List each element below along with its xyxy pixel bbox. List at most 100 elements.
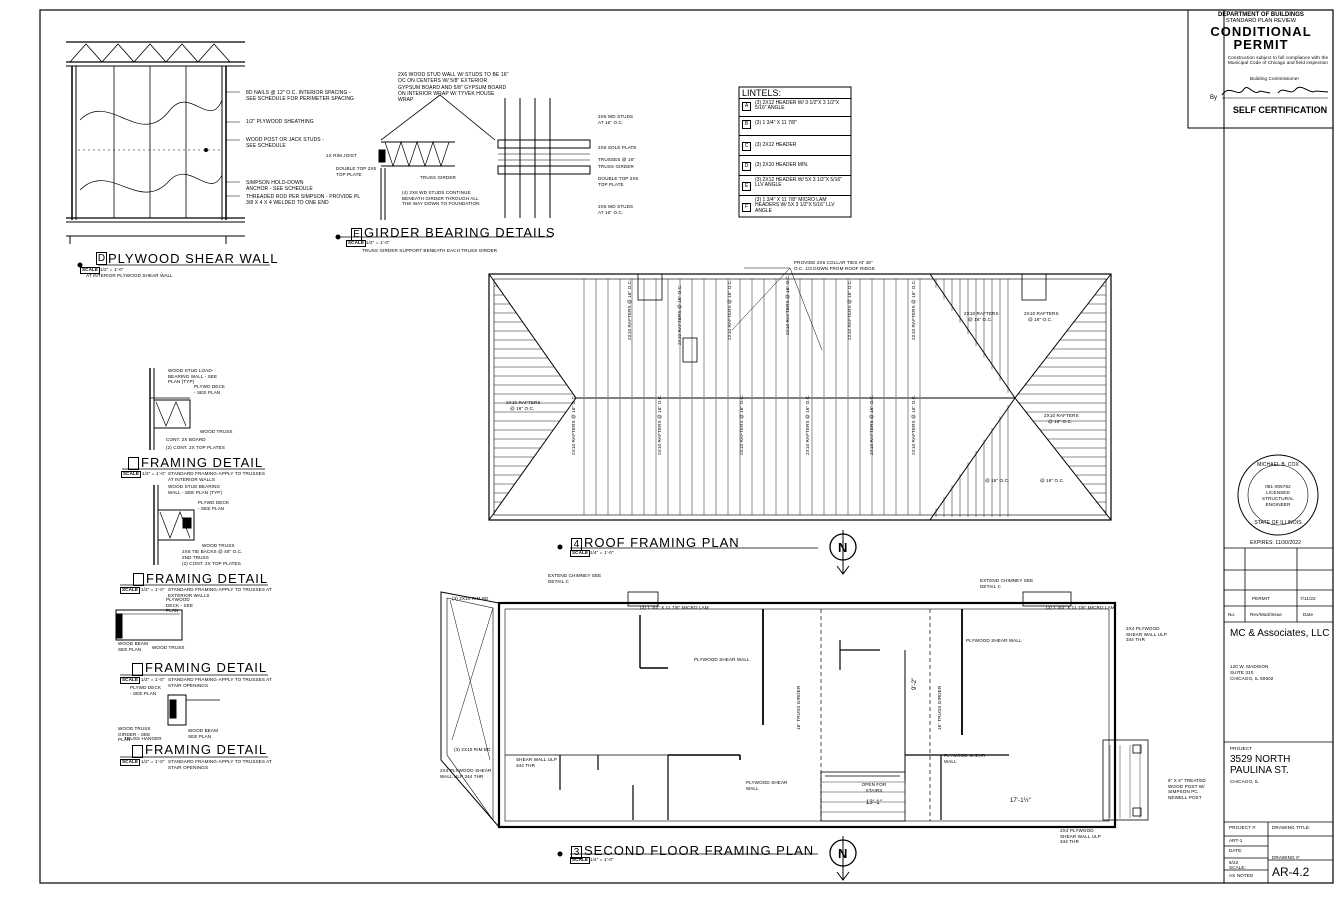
- fd2-label-5: 2ND TRUSS: [182, 555, 209, 560]
- seal-name: MICHAEL B. COX: [1257, 462, 1299, 468]
- fd3-title: FRAMING DETAIL: [145, 660, 268, 675]
- fd1-note: STANDARD FRAMING-APPLY TO TRUSSES AT INT…: [168, 471, 265, 482]
- fd2-title: FRAMING DETAIL: [146, 571, 269, 586]
- lintel-key-c: C: [742, 142, 751, 151]
- sf-dim-a: 17'-1½": [1010, 798, 1031, 804]
- sf-plywood-shear-1: PLYWOOD SHEAR WALL: [694, 657, 750, 662]
- lintel-table-frame: [738, 86, 852, 218]
- project-city: CHICAGO, IL: [1230, 779, 1259, 784]
- fd4-label-2: WOOD TRUSS GIRDER - SEE PLAN: [118, 726, 151, 742]
- fd1-scale-tag: SCALE: [121, 471, 142, 478]
- girder-title: GIRDER BEARING DETAILS: [364, 225, 556, 240]
- seal-structural: STRUCTURAL: [1262, 496, 1294, 501]
- revision-date: 7/11/22: [1300, 596, 1316, 601]
- roof-rafter-vertical-label: 2X10 RAFTERS @ 16" O.C.: [677, 284, 682, 345]
- fd1-scale: 1/2" = 1'-0": [142, 471, 166, 476]
- lintel-row-b: B(3) 1 3/4" X 11 7/8": [739, 116, 851, 136]
- second-floor-plan: [440, 591, 1149, 857]
- roof-rafter-vertical-label: 2X10 RAFTERS @ 16" O.C.: [847, 279, 852, 340]
- roof-rafter-vertical-label: 2X10 RAFTERS @ 16" O.C.: [805, 394, 810, 455]
- lintel-row-f: F (3) 1 3/4" X 11 7/8" MICRO LAM HEADERS …: [739, 195, 851, 218]
- project-label: PROJECT: [1230, 746, 1253, 751]
- roof-rafter-label-r1b: @ 16" O.C.: [968, 317, 993, 322]
- north-arrow-roof: N: [829, 530, 857, 575]
- girder-label-studs-down: (4) 2X6 WD STUDS CONTINUE BENEATH GIRDER…: [402, 190, 480, 206]
- fd3-label-2: WOOD BEAM SEE PLAN: [118, 641, 148, 652]
- tb-scale-label: SCALE:: [1229, 865, 1246, 870]
- sf-chimney-right: EXTEND CHIMNEY SEE DETAIL C: [980, 578, 1034, 589]
- second-floor-title: SECOND FLOOR FRAMING PLAN: [584, 843, 815, 858]
- revision-col-date: Date: [1303, 612, 1314, 617]
- stamp-review: STANDARD PLAN REVIEW: [1225, 18, 1297, 24]
- seal-licensed: LICENSED: [1266, 490, 1290, 495]
- fd3-note: STANDARD FRAMING-APPLY TO TRUSSES AT STA…: [168, 677, 272, 688]
- girder-label-trusses: TRUSSES @ 16": [598, 157, 635, 162]
- roof-rafter-vertical-label: 2X10 RAFTERS @ 16" O.C.: [739, 394, 744, 455]
- framing-detail-3-drawing: [115, 609, 183, 641]
- lintel-key-f: F: [742, 203, 751, 212]
- second-floor-scale: 1/4" = 1'-0": [590, 857, 614, 862]
- fd3-scale-tag: SCALE: [120, 677, 141, 684]
- stamp-fine-print: Construction subject to full compliance …: [1227, 55, 1329, 66]
- roof-rafter-vertical-label: 2X10 RAFTERS @ 16" O.C.: [785, 274, 790, 335]
- lintel-text-b: (3) 1 3/4" X 11 7/8": [755, 120, 797, 126]
- sf-ply-2x4-right: 2X4 PLYWOOD SHEAR WALL ULP 344 THR: [1126, 626, 1167, 642]
- framing-detail-2-drawing: [153, 485, 195, 565]
- roof-rafter-vertical-label: 2X10 RAFTERS @ 16" O.C.: [869, 394, 874, 455]
- lintel-key-e: E: [742, 182, 751, 191]
- lintel-text-a: (3) 2X12 HEADER W/ 3 1/2"X 3 1/2"X 5/16"…: [755, 100, 840, 112]
- firm-name: MC & Associates, LLC: [1230, 628, 1330, 639]
- fd1-title: FRAMING DETAIL: [141, 455, 264, 470]
- svg-text:N: N: [838, 540, 847, 555]
- roof-rafter-label-r2b: @ 16" O.C.: [1028, 317, 1053, 322]
- roof-rafter-vertical-label: 2X10 RAFTERS @ 16" O.C.: [911, 394, 916, 455]
- roof-rafters: [494, 279, 1106, 517]
- girder-bearing-section: [335, 94, 591, 240]
- tb-drawing-title-label: DRAWING TITLE:: [1272, 825, 1311, 830]
- shear-wall-title: PLYWOOD SHEAR WALL: [108, 251, 279, 266]
- fd4-note: STANDARD FRAMING-APPLY TO TRUSSES AT STA…: [168, 759, 272, 770]
- girder-scale-tag: SCALE: [346, 240, 367, 247]
- revision-col-rev: Rev/Mod/Issue: [1250, 612, 1282, 617]
- shear-wall-label-2: 1/2" PLYWOOD SHEATHING: [246, 119, 314, 125]
- fd3-label-1: PLYWOOD DECK - SEE PLAN: [166, 597, 194, 613]
- second-floor-key: 3: [571, 846, 582, 859]
- shear-wall-scale-tag: SCALE: [80, 267, 101, 274]
- fd2-label-6: (2) CONT. 2X TOP PLATES: [182, 561, 241, 566]
- roof-rafter-vertical-label: 2X10 RAFTERS @ 16" O.C.: [571, 394, 576, 455]
- lintel-text-d: (3) 2X10 HEADER MIN.: [755, 162, 809, 168]
- title-block-lines: [1187, 9, 1334, 883]
- seal-text: MICHAEL B. COX 081-005762 LICENSED STRUC…: [1238, 455, 1318, 535]
- firm-address-3: CHICAGO, IL 60602: [1230, 676, 1274, 681]
- girder-label-top-plate: DOUBLE TOP 2X6 TOP PLATE: [336, 166, 377, 177]
- fd2-label-4: 2X6 TIE BACKS @ 48" O.C.: [182, 549, 243, 554]
- shear-wall-label-4: SIMPSON HOLD-DOWN ANCHOR - SEE SCHEDULE: [246, 180, 313, 193]
- framing-detail-4-drawing: [167, 694, 220, 726]
- shear-wall-label-3: WOOD POST OR JACK STUDS - SEE SCHEDULE: [246, 137, 324, 150]
- fd4-scale-tag: SCALE: [120, 759, 141, 766]
- roof-scale-tag: SCALE: [570, 550, 591, 557]
- seal-engineer: ENGINEER: [1265, 502, 1291, 507]
- stamp-self-certification: SELF CERTIFICATION: [1232, 105, 1328, 115]
- fd1-label-5: (2) CONT. 2X TOP PLATES: [166, 445, 225, 450]
- signature-icon: [1221, 86, 1329, 99]
- lintel-row-a: A(3) 2X12 HEADER W/ 3 1/2"X 3 1/2"X 5/16…: [739, 98, 851, 117]
- roof-title: ROOF FRAMING PLAN: [584, 535, 740, 550]
- fd4-label-4: WOOD BEAM SEE PLAN: [188, 728, 218, 739]
- tb-drawing-no: AR-4.2: [1272, 865, 1310, 879]
- stamp-permit: PERMIT: [1233, 37, 1289, 52]
- sf-dim-d: 9'-2": [912, 677, 918, 690]
- lintel-row-e: E(3) 2X12 HEADER W/ 5X 3 1/2"X 5/16" LLV…: [739, 175, 851, 196]
- fd1-label-4: CONT. 2X BOARD: [166, 437, 206, 442]
- second-floor-scale-tag: SCALE: [570, 857, 591, 864]
- north-arrow-floor: N: [829, 836, 857, 881]
- fd1-label-2: PLYWD DECK - SEE PLAN: [194, 384, 226, 395]
- roof-rafter-vertical-label: 2X10 RAFTERS @ 16" O.C.: [911, 279, 916, 340]
- sf-treated-post: 6" X 6" TREATED WOOD POST W/ SIMPSON PC …: [1168, 778, 1206, 800]
- lintel-key-d: D: [742, 162, 751, 171]
- girder-scale: 1/2" = 1'-0": [366, 240, 390, 245]
- seal-expires: EXPIRES: 11/30/2022: [1250, 540, 1302, 546]
- lintel-text-f: (3) 1 3/4" X 11 7/8" MICRO LAM HEADERS W…: [755, 197, 835, 214]
- lintel-row-d: D (3) 2X10 HEADER MIN.: [739, 155, 851, 176]
